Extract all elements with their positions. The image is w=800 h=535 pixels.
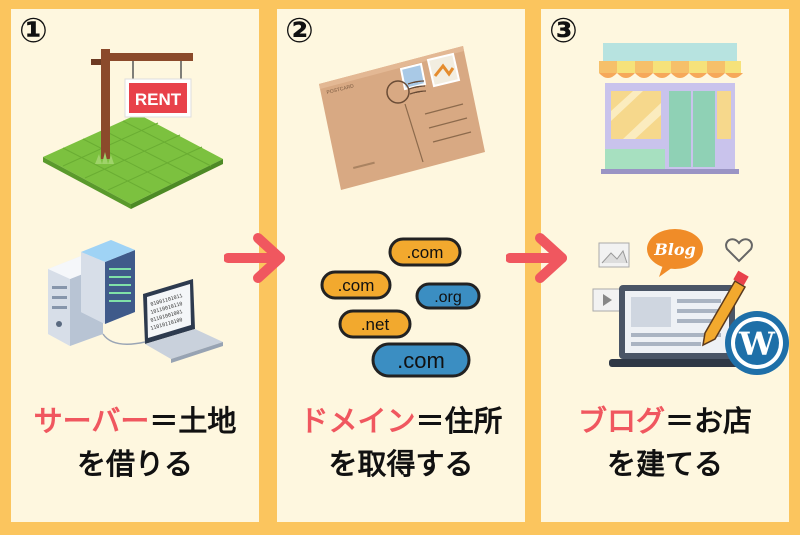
step-panel-domain: ② POSTCARD .com .com .org .net .com ドメイン… (277, 9, 525, 522)
caption-line2: を建てる (606, 447, 723, 481)
domain-tag-text: .net (361, 315, 390, 334)
domain-tags-illustration: .com .com .org .net .com (317, 234, 517, 384)
domain-tag-text: .com (397, 348, 445, 373)
caption-server: サーバー＝土地 を借りる (11, 400, 259, 486)
caption-equals: ＝土地 (149, 404, 237, 438)
caption-line2: を取得する (328, 447, 474, 481)
storefront-illustration (599, 43, 743, 174)
caption-line2: を借りる (76, 447, 193, 481)
postcard-illustration: POSTCARD (319, 46, 485, 190)
caption-blog: ブログ＝お店 を建てる (541, 400, 789, 486)
step-number: ② (285, 11, 314, 51)
domain-tag-text: .org (434, 289, 462, 306)
caption-domain: ドメイン＝住所 を取得する (277, 400, 525, 486)
blog-wordpress-illustration: Blog W (592, 229, 789, 375)
server-laptop-illustration: 01001101011 10110010110 01101001001 1101… (48, 240, 223, 363)
rent-sign-land-illustration: RENT (43, 49, 223, 209)
rent-sign-text: RENT (135, 90, 182, 109)
caption-keyword: ドメイン (299, 404, 416, 438)
domain-tag-text: .com (338, 276, 375, 295)
right-arrow-icon (224, 233, 285, 283)
caption-equals: ＝住所 (415, 404, 503, 438)
step-panel-blog: ③ Blog W ブログ＝お店 (541, 9, 789, 522)
step-number: ③ (549, 11, 578, 51)
step-number: ① (19, 11, 48, 51)
svg-text:W: W (738, 325, 776, 363)
caption-equals: ＝お店 (665, 404, 753, 438)
caption-keyword: サーバー (33, 404, 150, 438)
blog-bubble-text: Blog (653, 240, 695, 259)
caption-keyword: ブログ (577, 404, 665, 438)
domain-tag-text: .com (407, 243, 444, 262)
step-panel-server: ① RENT (11, 9, 259, 522)
right-arrow-icon (506, 233, 567, 283)
